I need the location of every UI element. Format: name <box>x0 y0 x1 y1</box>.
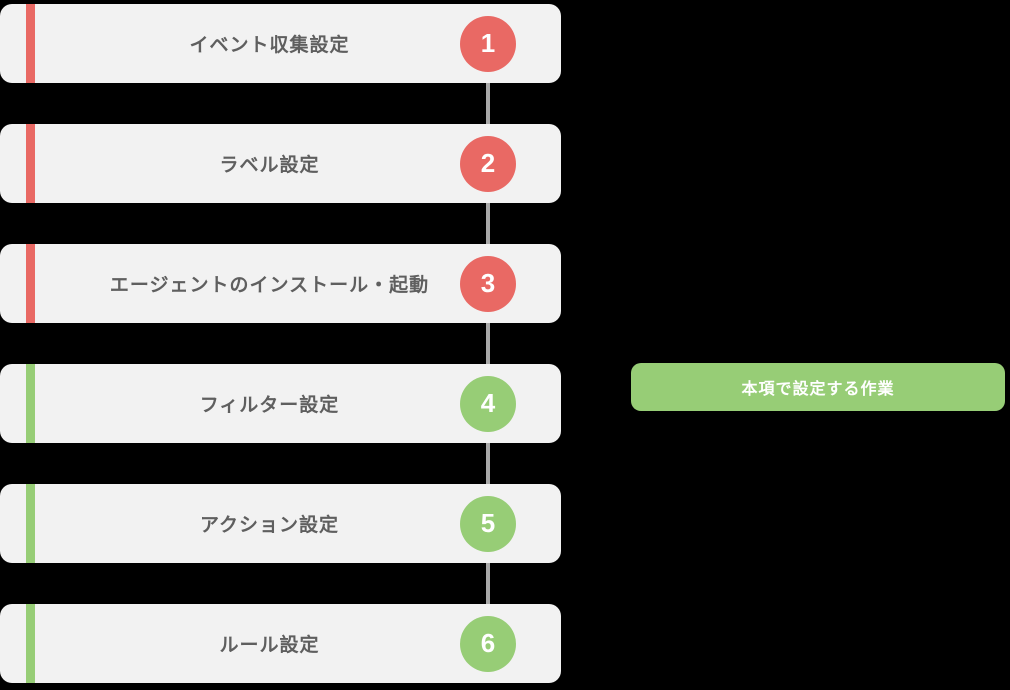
step-label-wrap: ルール設定 <box>0 604 561 683</box>
step-label: ラベル設定 <box>219 155 320 176</box>
step-accent-bar <box>26 364 35 443</box>
step-card-1: イベント収集設定 1 <box>0 4 561 83</box>
step-label: フィルター設定 <box>199 395 340 416</box>
step-number-badge: 1 <box>460 15 516 72</box>
step-card-6: ルール設定 6 <box>0 604 561 683</box>
connector-line <box>486 203 490 244</box>
step-label-wrap: ラベル設定 <box>0 124 561 203</box>
connector-line <box>486 443 490 484</box>
step-label-wrap: フィルター設定 <box>0 364 561 443</box>
legend-label: 本項で設定する作業 <box>741 381 895 398</box>
step-label-wrap: アクション設定 <box>0 484 561 563</box>
step-number-badge: 5 <box>460 495 516 552</box>
step-accent-bar <box>26 4 35 83</box>
step-number-badge: 2 <box>460 135 516 192</box>
step-card-5: アクション設定 5 <box>0 484 561 563</box>
legend-badge: 本項で設定する作業 <box>631 363 1005 411</box>
step-card-2: ラベル設定 2 <box>0 124 561 203</box>
step-label-wrap: エージェントのインストール・起動 <box>0 244 561 323</box>
step-number-badge: 4 <box>460 375 516 432</box>
connector-line <box>486 563 490 604</box>
step-number-badge: 3 <box>460 255 516 312</box>
step-accent-bar <box>26 124 35 203</box>
connector-line <box>486 83 490 124</box>
step-label: アクション設定 <box>199 515 340 536</box>
step-accent-bar <box>26 244 35 323</box>
step-label: イベント収集設定 <box>189 35 350 56</box>
step-label: エージェントのインストール・起動 <box>109 275 430 296</box>
step-card-4: フィルター設定 4 <box>0 364 561 443</box>
step-number-badge: 6 <box>460 615 516 672</box>
step-accent-bar <box>26 484 35 563</box>
step-label-wrap: イベント収集設定 <box>0 4 561 83</box>
connector-line <box>486 323 490 364</box>
step-card-3: エージェントのインストール・起動 3 <box>0 244 561 323</box>
step-label: ルール設定 <box>219 635 320 656</box>
step-accent-bar <box>26 604 35 683</box>
